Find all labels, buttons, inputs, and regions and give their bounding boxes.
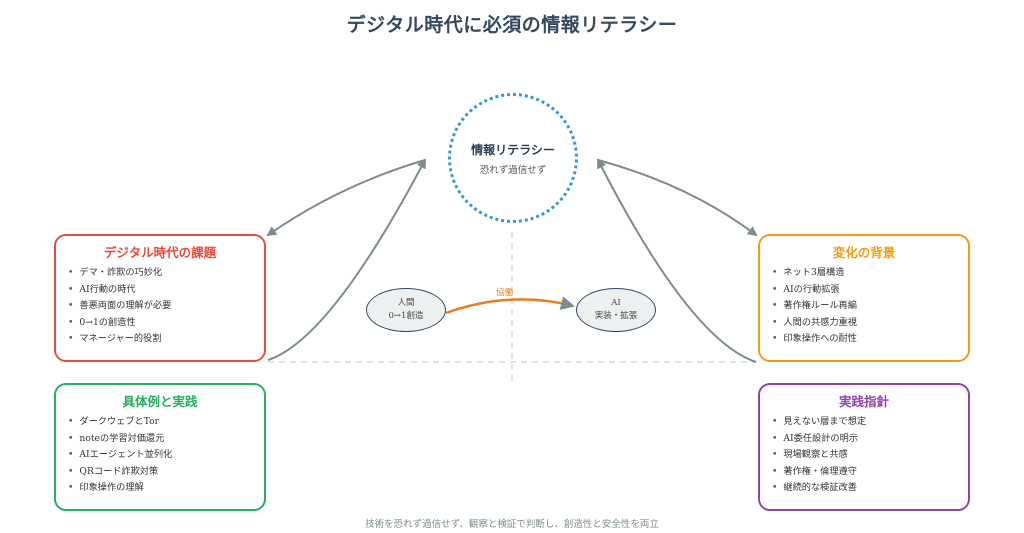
box-guidelines: 実践指針 • 見えない層まで想定 • AI委任設計の明示 • 現場観察と共感 • 著作権… bbox=[758, 383, 970, 511]
bullet-icon: • bbox=[772, 316, 778, 328]
box-challenges: デジタル時代の課題 • デマ・詐欺の巧妙化 • AI行動の時代 • 善悪両面の理解が必… bbox=[54, 234, 266, 362]
list-item-text: デマ・詐欺の巧妙化 bbox=[79, 267, 163, 278]
list-item-text: AIの行動拡張 bbox=[783, 283, 840, 295]
box-examples: 具体例と実践 • ダークウェブとTor • noteの学習対価還元 • AIエージェン… bbox=[54, 383, 266, 511]
list-item: • 見えない層まで想定 bbox=[770, 414, 958, 431]
bullet-icon: • bbox=[772, 432, 778, 444]
bullet-icon: • bbox=[772, 416, 778, 427]
bullet-icon: • bbox=[772, 300, 778, 311]
list-item-text: QRコード詐欺対策 bbox=[79, 465, 159, 477]
node-human-line1: 人間 bbox=[397, 298, 415, 308]
list-item-text: 著作権ルール再編 bbox=[783, 300, 857, 311]
list-item: • AI行動の時代 bbox=[66, 282, 254, 299]
list-item: • ネット3層構造 bbox=[770, 265, 958, 282]
list-item: • AI委任設計の明示 bbox=[770, 431, 958, 448]
bullet-icon: • bbox=[772, 267, 778, 278]
list-item-text: 0→1の創造性 bbox=[79, 316, 136, 328]
list-item: • デマ・詐欺の巧妙化 bbox=[66, 265, 254, 282]
arrow-challenges-to-center bbox=[267, 158, 426, 361]
list-item-text: マネージャー的役割 bbox=[79, 333, 162, 344]
list-item-text: 見えない層まで想定 bbox=[783, 416, 867, 427]
bullet-icon: • bbox=[68, 333, 74, 344]
footer-caption: 技術を恐れず過信せず、観察と検証で判断し、創造性と安全性を両立 bbox=[365, 519, 659, 530]
bullet-icon: • bbox=[772, 449, 778, 460]
box-guidelines-title: 実践指針 bbox=[838, 394, 889, 409]
list-item-text: noteの学習対価還元 bbox=[79, 432, 165, 444]
bullet-icon: • bbox=[68, 482, 74, 493]
list-item-text: 現場観察と共感 bbox=[783, 449, 848, 460]
list-item: • 0→1の創造性 bbox=[66, 315, 254, 332]
box-guidelines-list: • 見えない層まで想定 • AI委任設計の明示 • 現場観察と共感 • 著作権・倫理遵守… bbox=[770, 414, 958, 497]
box-examples-title: 具体例と実践 bbox=[122, 394, 198, 409]
bullet-icon: • bbox=[772, 333, 778, 344]
box-background-list: • ネット3層構造 • AIの行動拡張 • 著作権ルール再編 • 人間の共感力重視 • 印… bbox=[770, 265, 958, 348]
box-challenges-list: • デマ・詐欺の巧妙化 • AI行動の時代 • 善悪両面の理解が必要 • 0→1の創造性… bbox=[66, 265, 254, 348]
bullet-icon: • bbox=[68, 449, 74, 460]
list-item: • 継続的な検証改善 bbox=[770, 480, 958, 497]
arrow-center-to-challenges bbox=[266, 159, 426, 237]
bullet-icon: • bbox=[772, 465, 778, 477]
collaboration-label: 協働 bbox=[496, 288, 514, 298]
collaboration-arrow bbox=[445, 296, 575, 315]
bullet-icon: • bbox=[68, 283, 74, 295]
center-node-title: 情報リテラシー bbox=[471, 142, 555, 157]
box-challenges-title: デジタル時代の課題 bbox=[103, 245, 217, 260]
list-item: • noteの学習対価還元 bbox=[66, 431, 254, 448]
list-item: • 現場観察と共感 bbox=[770, 447, 958, 464]
page-title: デジタル時代に必須の情報リテラシー bbox=[346, 14, 678, 36]
list-item: • AIの行動拡張 bbox=[770, 282, 958, 299]
list-item: • 印象操作への耐性 bbox=[770, 331, 958, 348]
list-item: • QRコード詐欺対策 bbox=[66, 464, 254, 481]
list-item: • 人間の共感力重視 bbox=[770, 315, 958, 332]
bullet-icon: • bbox=[68, 316, 74, 328]
node-human-line2: 0→1創造 bbox=[388, 311, 424, 321]
bullet-icon: • bbox=[68, 432, 74, 444]
list-item-text: 著作権・倫理遵守 bbox=[783, 465, 857, 477]
bullet-icon: • bbox=[68, 465, 74, 477]
box-background: 変化の背景 • ネット3層構造 • AIの行動拡張 • 著作権ルール再編 • 人間の共感… bbox=[758, 234, 970, 362]
list-item-text: 人間の共感力重視 bbox=[783, 316, 857, 328]
list-item: • ダークウェブとTor bbox=[66, 414, 254, 431]
bullet-icon: • bbox=[68, 267, 74, 278]
list-item-text: AI委任設計の明示 bbox=[783, 432, 858, 444]
list-item-text: 印象操作への耐性 bbox=[783, 333, 857, 344]
list-item-text: AIエージェント並列化 bbox=[79, 449, 173, 460]
list-item-text: 継続的な検証改善 bbox=[783, 482, 857, 493]
list-item-text: ダークウェブとTor bbox=[79, 416, 160, 427]
node-human: 人間 0→1創造 bbox=[366, 288, 446, 332]
bullet-icon: • bbox=[68, 416, 74, 427]
list-item-text: 印象操作の理解 bbox=[79, 482, 144, 493]
bullet-icon: • bbox=[772, 283, 778, 295]
list-item-text: ネット3層構造 bbox=[783, 267, 845, 278]
bullet-icon: • bbox=[772, 482, 778, 493]
list-item-text: 善悪両面の理解が必要 bbox=[79, 300, 172, 311]
arrow-center-to-background bbox=[597, 159, 758, 237]
list-item: • 印象操作の理解 bbox=[66, 480, 254, 497]
center-node-info-literacy: 情報リテラシー 恐れず過信せず bbox=[448, 93, 578, 223]
node-ai-line1: AI bbox=[611, 298, 621, 308]
list-item: • 著作権・倫理遵守 bbox=[770, 464, 958, 481]
list-item: • 善悪両面の理解が必要 bbox=[66, 298, 254, 315]
bullet-icon: • bbox=[68, 300, 74, 311]
list-item: • マネージャー的役割 bbox=[66, 331, 254, 348]
box-background-title: 変化の背景 bbox=[832, 245, 896, 260]
center-node-subtitle: 恐れず過信せず bbox=[479, 164, 547, 176]
node-ai: AI 実装・拡張 bbox=[576, 288, 656, 332]
box-examples-list: • ダークウェブとTor • noteの学習対価還元 • AIエージェント並列化 • Q… bbox=[66, 414, 254, 497]
arrow-background-to-center bbox=[597, 158, 757, 363]
node-ai-line2: 実装・拡張 bbox=[594, 311, 638, 321]
list-item-text: AI行動の時代 bbox=[79, 283, 136, 295]
list-item: • 著作権ルール再編 bbox=[770, 298, 958, 315]
list-item: • AIエージェント並列化 bbox=[66, 447, 254, 464]
